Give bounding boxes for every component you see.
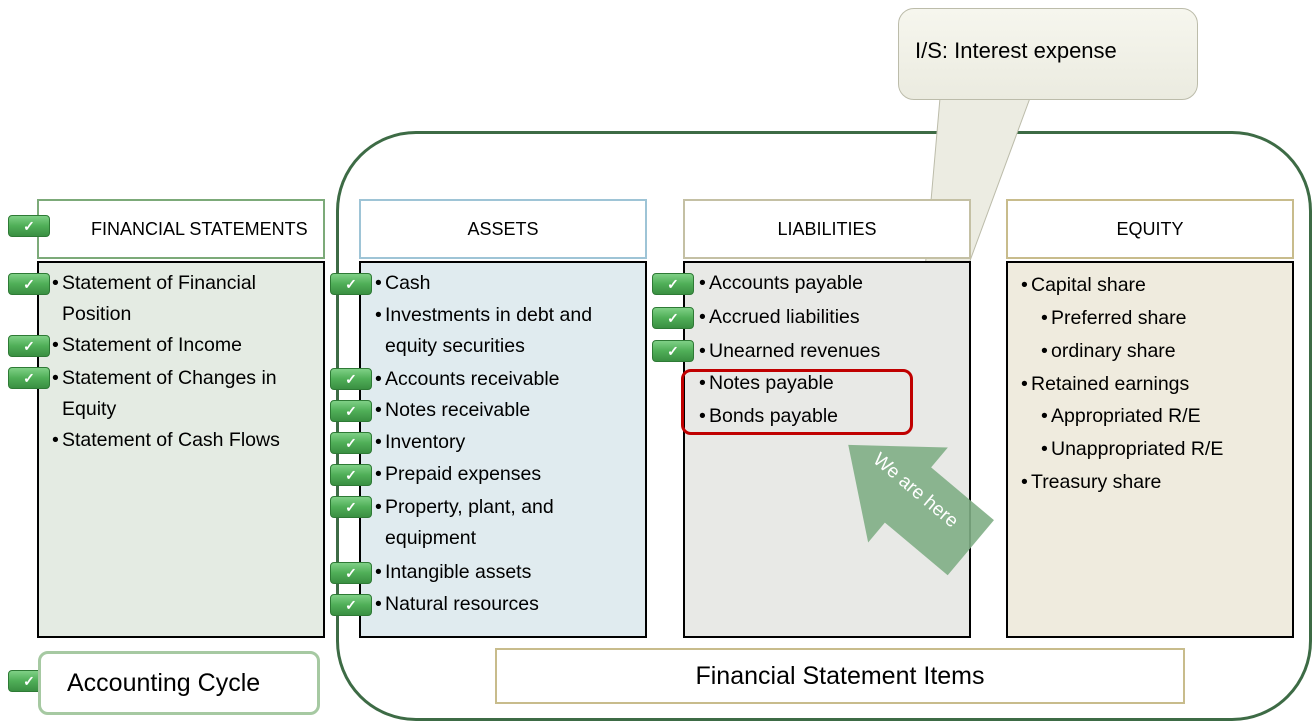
liabilities-title: LIABILITIES (777, 218, 877, 239)
financial-statement-items-text: Financial Statement Items (695, 661, 985, 690)
financial-statements-panel (37, 261, 325, 638)
check-icon: ✓ (330, 562, 372, 584)
list-item: • Natural resources (375, 593, 539, 615)
check-icon: ✓ (330, 594, 372, 616)
list-item: • Statement of Changes in Equity (52, 367, 277, 420)
highlight-box (681, 369, 913, 435)
list-item: • Statement of Cash Flows (52, 429, 280, 451)
list-item: • Unappropriated R/E (1041, 438, 1224, 460)
list-item: • Treasury share (1021, 471, 1162, 493)
list-item: • Capital share (1021, 274, 1146, 296)
list-item: • ordinary share (1041, 340, 1176, 362)
callout-text: I/S: Interest expense (915, 38, 1117, 63)
assets-title: ASSETS (467, 218, 539, 239)
financial-statements-title: FINANCIAL STATEMENTS (91, 218, 308, 239)
callout-bubble: I/S: Interest expense (898, 8, 1198, 100)
list-item: • Unearned revenues (699, 340, 881, 362)
list-item: • Notes payable (699, 372, 834, 394)
check-icon: ✓ (330, 464, 372, 486)
check-icon: ✓ (330, 368, 372, 390)
assets-panel (359, 261, 647, 638)
assets-header: ASSETS (359, 199, 647, 259)
financial-statements-header: FINANCIAL STATEMENTS (37, 199, 325, 259)
list-item: • Accounts payable (699, 272, 863, 294)
list-item: • Statement of Income (52, 334, 242, 356)
check-icon: ✓ (652, 273, 694, 295)
list-item: • Notes receivable (375, 399, 531, 421)
check-icon: ✓ (8, 215, 50, 237)
check-icon: ✓ (652, 307, 694, 329)
list-item: • Intangible assets (375, 561, 532, 583)
list-item: • Bonds payable (699, 405, 839, 427)
accounting-cycle-label: Accounting Cycle (67, 668, 261, 697)
check-icon: ✓ (8, 335, 50, 357)
check-icon: ✓ (8, 273, 50, 295)
check-icon: ✓ (330, 273, 372, 295)
list-item: • Prepaid expenses (375, 463, 542, 485)
equity-header: EQUITY (1006, 199, 1294, 259)
financial-statement-items-frame (336, 131, 1312, 721)
list-item: • Inventory (375, 431, 466, 453)
check-icon: ✓ (8, 367, 50, 389)
check-icon: ✓ (330, 432, 372, 454)
arrow-shape (848, 444, 994, 576)
check-icon: ✓ (652, 340, 694, 362)
equity-panel (1006, 261, 1294, 638)
check-icon: ✓ (330, 400, 372, 422)
list-item: • Accounts receivable (375, 368, 560, 390)
list-item: • Retained earnings (1021, 373, 1190, 395)
list-item: • Investments in debt and equity securit… (375, 304, 593, 357)
list-item: • Preferred share (1041, 307, 1187, 329)
check-icon: ✓ (330, 496, 372, 518)
financial-statement-items-label: Financial Statement Items (495, 648, 1185, 704)
list-item: • Accrued liabilities (699, 306, 860, 328)
list-item: • Appropriated R/E (1041, 405, 1201, 427)
list-item: • Statement of Financial Position (52, 272, 257, 325)
list-item: • Property, plant, and equipment (375, 496, 554, 549)
we-are-here-arrow: We are here (835, 440, 995, 576)
liabilities-header: LIABILITIES (683, 199, 971, 259)
accounting-cycle-button[interactable]: Accounting Cycle (38, 651, 320, 715)
equity-title: EQUITY (1116, 218, 1184, 239)
list-item: • Cash (375, 272, 431, 294)
